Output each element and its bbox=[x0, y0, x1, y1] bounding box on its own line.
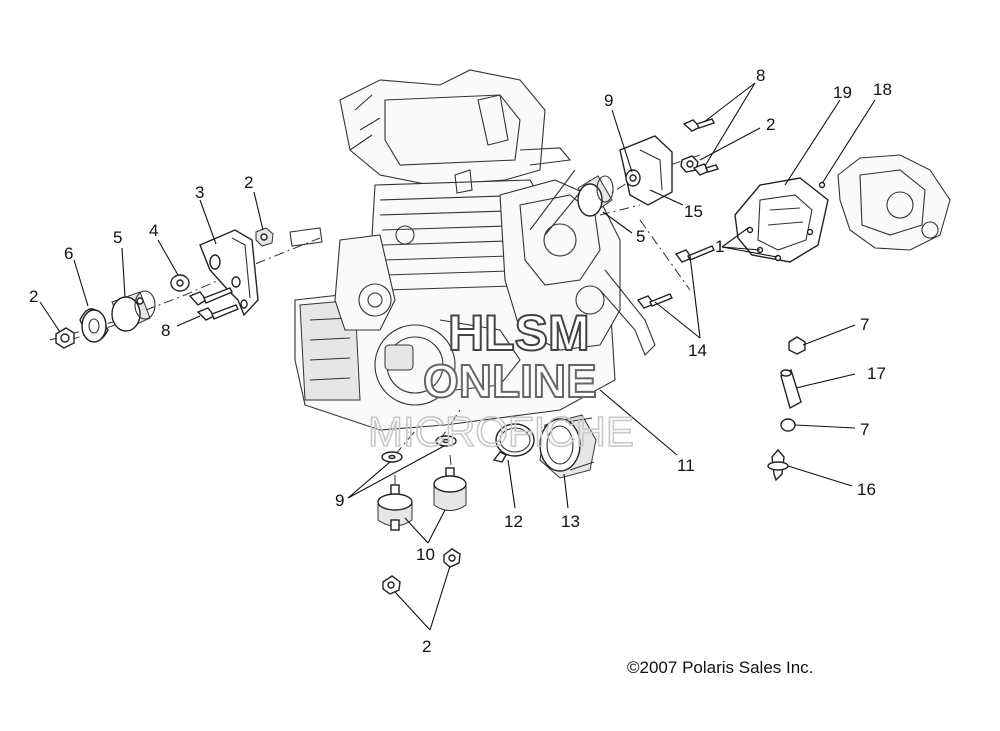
callout-8: 8 bbox=[756, 66, 765, 85]
watermark-hlsm: HLSM bbox=[448, 305, 590, 361]
watermark-online: ONLINE bbox=[423, 355, 597, 407]
bolts-8-left bbox=[188, 287, 239, 321]
bottom-mount-parts bbox=[377, 414, 597, 595]
cap-7-bottom bbox=[780, 418, 796, 432]
callout-3: 3 bbox=[195, 183, 204, 202]
engine-assembly bbox=[289, 69, 656, 431]
clamp-12 bbox=[492, 423, 535, 463]
callout-19: 19 bbox=[833, 83, 852, 102]
nut-2-left bbox=[55, 327, 75, 349]
callout-2: 2 bbox=[766, 115, 775, 134]
right-upper-mount-parts bbox=[577, 118, 719, 309]
left-mount-parts bbox=[55, 227, 274, 349]
callout-numbers: 8 9 2 19 18 3 2 5 4 6 2 8 15 5 1 14 7 17… bbox=[29, 66, 892, 656]
callout-13: 13 bbox=[561, 512, 580, 531]
callout-17: 17 bbox=[867, 364, 886, 383]
pin-17 bbox=[780, 368, 802, 410]
callout-7: 7 bbox=[860, 315, 869, 334]
callout-2: 2 bbox=[422, 637, 431, 656]
rubber-mounts-10 bbox=[377, 467, 467, 531]
housing-18 bbox=[818, 154, 951, 251]
callout-18: 18 bbox=[873, 80, 892, 99]
mount-bracket-3 bbox=[199, 229, 259, 317]
callout-14: 14 bbox=[688, 341, 707, 360]
bolts-8-top-right bbox=[682, 118, 719, 176]
callout-9: 9 bbox=[335, 491, 344, 510]
callout-4: 4 bbox=[149, 221, 158, 240]
callout-7: 7 bbox=[860, 420, 869, 439]
callout-16: 16 bbox=[857, 480, 876, 499]
callout-9: 9 bbox=[604, 91, 613, 110]
boot-13 bbox=[539, 414, 597, 479]
callout-6: 6 bbox=[64, 244, 73, 263]
callout-5: 5 bbox=[113, 228, 122, 247]
callout-1: 1 bbox=[715, 237, 724, 256]
callout-11: 11 bbox=[677, 456, 695, 475]
washers-9-bottom bbox=[381, 435, 457, 463]
callout-10: 10 bbox=[416, 545, 435, 564]
right-small-parts bbox=[767, 336, 806, 482]
leader-lines bbox=[39, 82, 876, 631]
nut-2-upper bbox=[255, 227, 274, 247]
washer-4 bbox=[170, 274, 190, 292]
callout-8: 8 bbox=[161, 321, 170, 340]
copyright-notice: ©2007 Polaris Sales Inc. bbox=[627, 658, 814, 677]
bolts-14 bbox=[636, 245, 715, 309]
nuts-2-bottom bbox=[382, 548, 461, 595]
watermark-microfiche: MICROFICHE bbox=[368, 408, 634, 455]
cap-7-top bbox=[788, 336, 806, 355]
callout-5: 5 bbox=[636, 227, 645, 246]
mount-bracket-15 bbox=[619, 135, 673, 206]
callout-15: 15 bbox=[684, 202, 703, 221]
rubber-mount-5-right bbox=[577, 175, 614, 217]
stud-16 bbox=[767, 448, 789, 482]
cup-washer-6 bbox=[79, 308, 109, 343]
cover-19-assembly bbox=[734, 177, 829, 263]
callout-12: 12 bbox=[504, 512, 523, 531]
callout-2: 2 bbox=[29, 287, 38, 306]
callout-2: 2 bbox=[244, 173, 253, 192]
rubber-mount-5-left bbox=[111, 290, 156, 332]
watermark: HLSM ONLINE MICROFICHE bbox=[367, 304, 635, 456]
